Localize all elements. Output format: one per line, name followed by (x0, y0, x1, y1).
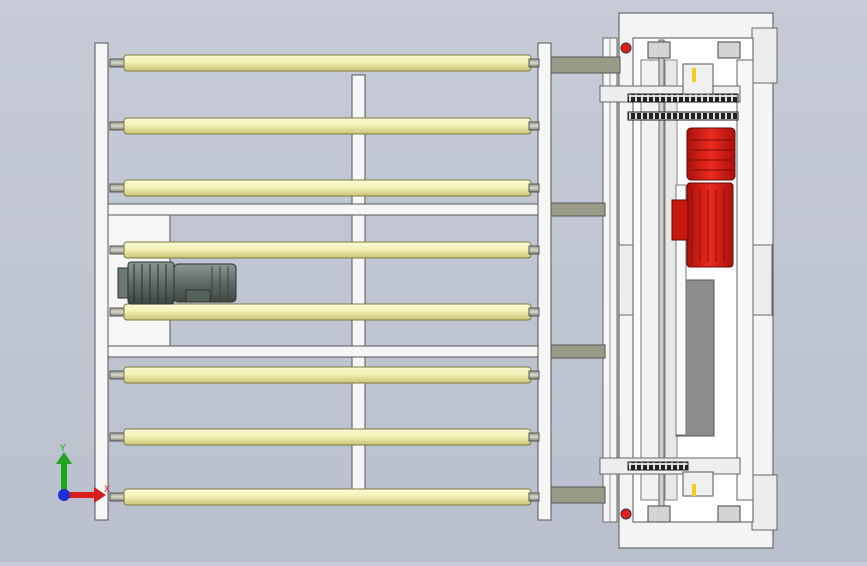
roller-shaft-right (528, 370, 540, 380)
connector-beams (549, 56, 621, 504)
cross-member-1 (107, 203, 539, 216)
roller-shaft-right (528, 183, 540, 193)
z-axis-origin (58, 489, 70, 501)
roller-tube (123, 488, 532, 506)
bottom-bearing-left (647, 505, 671, 523)
lift-rail-right (736, 59, 754, 501)
bottom-bearing-right (717, 505, 741, 523)
frame-right-rail (537, 42, 552, 521)
roller-tube (123, 303, 532, 321)
roller-tube (123, 366, 532, 384)
bottom-chain (627, 461, 689, 471)
x-axis-arrow (66, 492, 96, 498)
roller-shaft-right (528, 432, 540, 442)
frame-left-rail (94, 42, 109, 521)
roller-shaft-right (528, 492, 540, 502)
roller (109, 117, 540, 135)
top-chain-lower (627, 111, 739, 121)
roller-shaft-right (528, 307, 540, 317)
bottom-red-stop (620, 508, 632, 520)
roller-tube (123, 54, 532, 72)
axis-triad: Y X (56, 444, 110, 503)
roller-shaft-right (528, 121, 540, 131)
roller-shaft-right (528, 58, 540, 68)
y-axis-arrowhead (56, 452, 72, 464)
conveyor-motor (117, 261, 237, 305)
conveyor-motor-terminal-box (185, 289, 211, 303)
roller-tube (123, 241, 532, 259)
frame-center-rail (351, 74, 366, 491)
bottom-sensor-yellow (692, 484, 696, 496)
roller-tube (123, 117, 532, 135)
lift-unit (599, 12, 778, 549)
roller-shaft-right (528, 245, 540, 255)
lift-motor-gearbox (686, 127, 736, 181)
guide-column-inner (664, 59, 678, 501)
roller (109, 54, 540, 72)
lift-motor-body (686, 182, 734, 268)
connector-mid-1 (549, 202, 606, 217)
connector-mid-2 (549, 344, 606, 359)
top-bearing-right (717, 41, 741, 59)
y-axis-arrow (61, 462, 67, 492)
cross-member-2 (107, 345, 539, 358)
top-sprocket-housing (682, 63, 714, 95)
top-sensor-yellow (692, 68, 696, 82)
roller (109, 488, 540, 506)
bottom-sprocket-housing (682, 471, 714, 497)
roller (109, 303, 540, 321)
roller (109, 428, 540, 446)
connector-bottom (549, 486, 606, 504)
lift-motor (671, 127, 736, 268)
rollers (109, 54, 540, 506)
connector-top (549, 56, 621, 74)
x-axis-label: X (104, 485, 110, 495)
roller-tube (123, 179, 532, 197)
top-bearing-left (647, 41, 671, 59)
lift-ear-bottom-right (751, 474, 778, 531)
roller (109, 241, 540, 259)
lift-motor-terminal-box (671, 199, 689, 241)
roller (109, 366, 540, 384)
top-red-stop (620, 42, 632, 54)
slot-white (675, 184, 687, 436)
roller (109, 179, 540, 197)
lift-ear-mid-right (751, 244, 773, 316)
roller-tube (123, 428, 532, 446)
x-axis-arrowhead (94, 487, 106, 503)
conveyor-motor-gearbox (127, 261, 175, 305)
lift-ear-top-right (751, 27, 778, 84)
y-axis-label: Y (59, 444, 66, 454)
top-chain (627, 93, 739, 103)
